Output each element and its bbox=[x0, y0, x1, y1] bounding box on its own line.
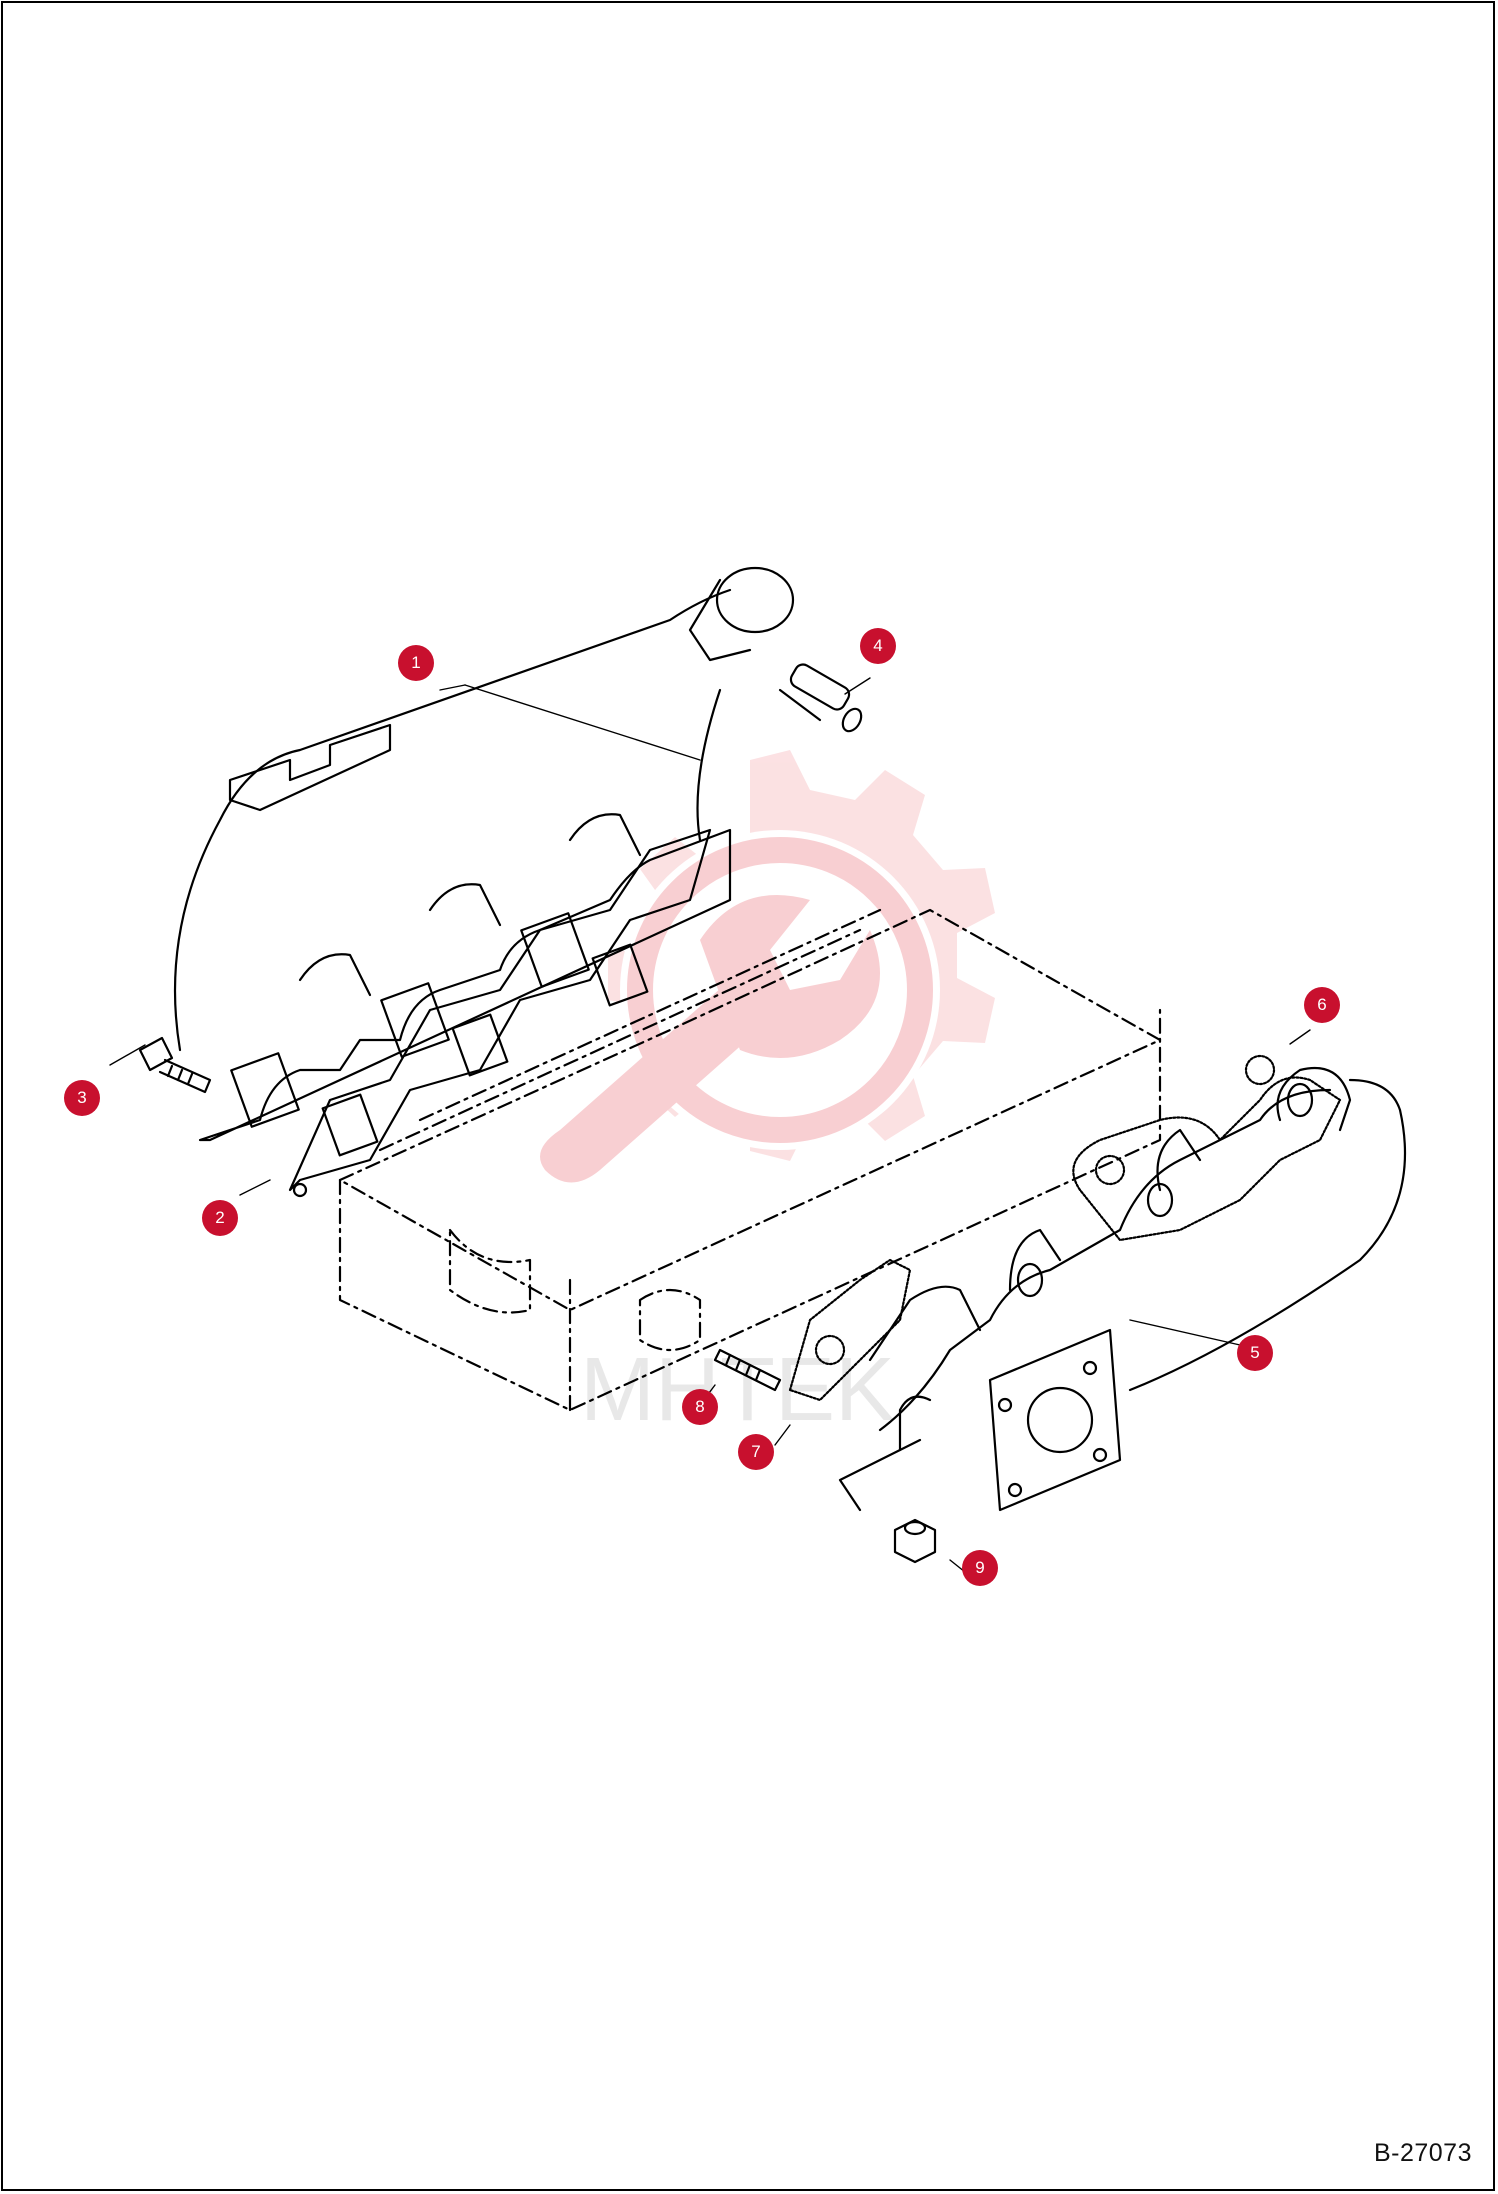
callout-1: 1 bbox=[398, 645, 434, 681]
callout-4: 4 bbox=[860, 628, 896, 664]
exhaust-port-gasket bbox=[788, 1258, 912, 1402]
intake-bolt bbox=[138, 1036, 212, 1094]
nut bbox=[838, 1438, 937, 1564]
cylinder-head bbox=[338, 908, 1162, 1412]
diagram-reference-number: B-27073 bbox=[1373, 2139, 1472, 2167]
exhaust-manifold bbox=[868, 1066, 1406, 1512]
intake-manifold bbox=[173, 566, 795, 1142]
callout-2: 2 bbox=[202, 1200, 238, 1236]
stud bbox=[713, 1348, 782, 1392]
callout-5: 5 bbox=[1237, 1335, 1273, 1371]
watermark-text: MHTEK bbox=[580, 1340, 895, 1440]
callout-9: 9 bbox=[962, 1550, 998, 1586]
callout-6: 6 bbox=[1304, 987, 1340, 1023]
hose-nipple bbox=[778, 663, 863, 733]
exhaust-gasket bbox=[1072, 1054, 1342, 1242]
intake-gasket bbox=[288, 828, 712, 1198]
callout-7: 7 bbox=[738, 1434, 774, 1470]
gear-wrench-logo-icon bbox=[540, 750, 995, 1183]
callout-3: 3 bbox=[64, 1080, 100, 1116]
callout-8: 8 bbox=[682, 1389, 718, 1425]
